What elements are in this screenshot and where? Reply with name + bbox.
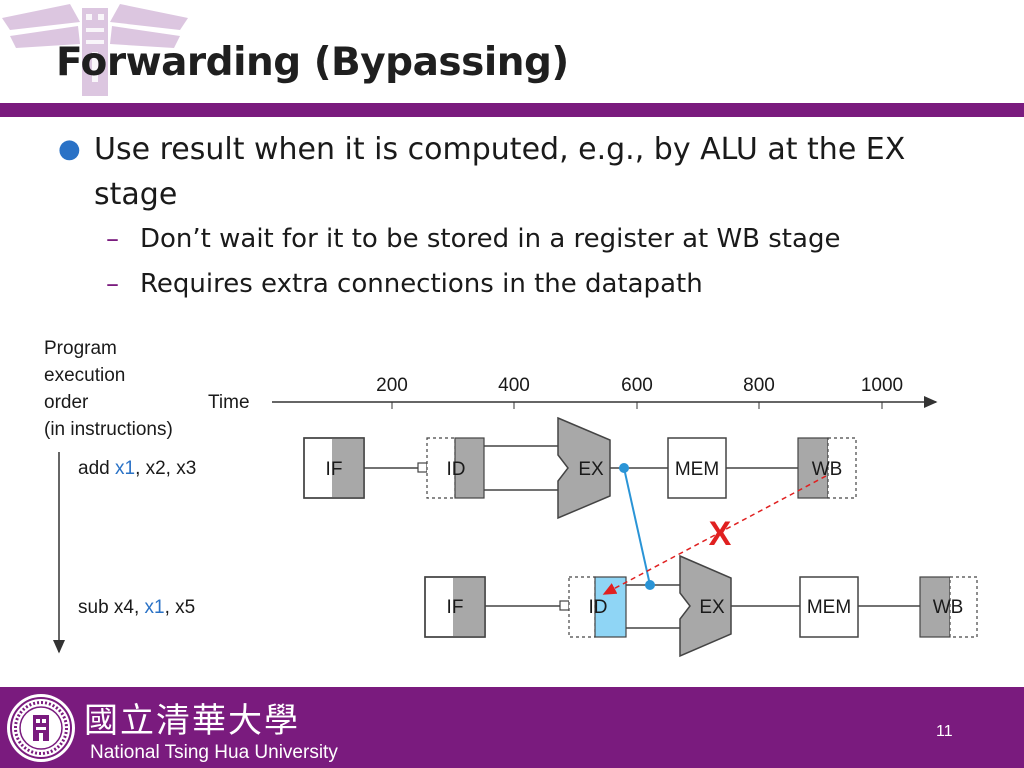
order-label-line: order (44, 392, 89, 413)
slide-title: Forwarding (Bypassing) (56, 40, 569, 85)
instruction-label-add: add x1, x2, x3 (78, 458, 196, 479)
order-label-line: Program (44, 338, 117, 359)
stage-ex-alu: EX (557, 416, 611, 520)
university-seal-icon (7, 694, 75, 762)
stage-mem: MEM (799, 576, 859, 638)
stage-label: EX (578, 459, 604, 480)
stage-label: IF (447, 597, 464, 618)
stage-mem: MEM (667, 437, 727, 499)
stage-wb: WB (797, 437, 857, 499)
time-tick-label: 800 (743, 375, 775, 396)
pipe-register-latch (559, 600, 570, 611)
stage-label: EX (699, 597, 725, 618)
stage-label: MEM (675, 459, 719, 480)
bullet-dot-icon: ● (58, 134, 81, 164)
university-chinese-name: 國立清華大學 (84, 701, 300, 741)
order-label-line: execution (44, 365, 125, 386)
instruction-label-sub: sub x4, x1, x5 (78, 597, 195, 618)
stage-ex-alu: EX (679, 554, 732, 658)
pipeline-forwarding-diagram: Program execution order (in instructions… (44, 338, 978, 658)
sub-bullet-text: Don’t wait for it to be stored in a regi… (140, 224, 841, 254)
stage-label: WB (933, 597, 964, 618)
stage-id: ID (568, 576, 627, 638)
forward-join-point (645, 580, 655, 590)
cancelled-writeback-arrow (602, 475, 827, 595)
footer-bar: 國立清華大學 National Tsing Hua University 11 (0, 687, 1024, 768)
time-ticks: 200 400 600 800 1000 (376, 375, 903, 409)
stage-label: IF (326, 459, 343, 480)
stage-id: ID (426, 437, 485, 499)
stage-wb: WB (919, 576, 978, 638)
university-name: National Tsing Hua University (90, 742, 338, 763)
dash-icon: – (106, 224, 119, 254)
time-tick-label: 600 (621, 375, 653, 396)
pipeline-sub: IF ID EX MEM WB (424, 554, 978, 658)
bullet-text: Use result when it is computed, e.g., by… (94, 132, 906, 212)
forwarding-path (619, 463, 655, 590)
time-tick-label: 1000 (861, 375, 903, 396)
stage-label: MEM (807, 597, 851, 618)
page-number: 11 (936, 723, 953, 740)
title-divider-bar (0, 103, 1024, 117)
order-label-line: (in instructions) (44, 419, 173, 440)
execution-order-label: Program execution order (in instructions… (44, 338, 173, 440)
forward-tap-point (619, 463, 629, 473)
time-tick-label: 200 (376, 375, 408, 396)
stage-label: ID (447, 459, 466, 480)
forward-line (623, 467, 651, 586)
time-tick-label: 400 (498, 375, 530, 396)
pipeline-add: IF ID EX MEM WB (303, 416, 857, 520)
university-logo-top (2, 4, 188, 96)
dash-icon: – (106, 269, 119, 299)
sub-bullet-item: – Requires extra connections in the data… (56, 262, 976, 307)
time-label: Time (208, 392, 250, 413)
cancel-mark: X (709, 515, 732, 553)
stage-label: ID (589, 597, 608, 618)
pipe-register-latch (417, 462, 428, 473)
slide-content: ● Use result when it is computed, e.g., … (56, 127, 976, 307)
sub-bullet-item: – Don’t wait for it to be stored in a re… (56, 217, 976, 262)
stage-label: WB (812, 459, 843, 480)
stage-if: IF (424, 576, 486, 638)
bullet-item: ● Use result when it is computed, e.g., … (56, 127, 976, 217)
highlighted-register-read (594, 576, 627, 638)
stage-if: IF (303, 437, 365, 499)
sub-bullet-text: Requires extra connections in the datapa… (140, 269, 703, 299)
